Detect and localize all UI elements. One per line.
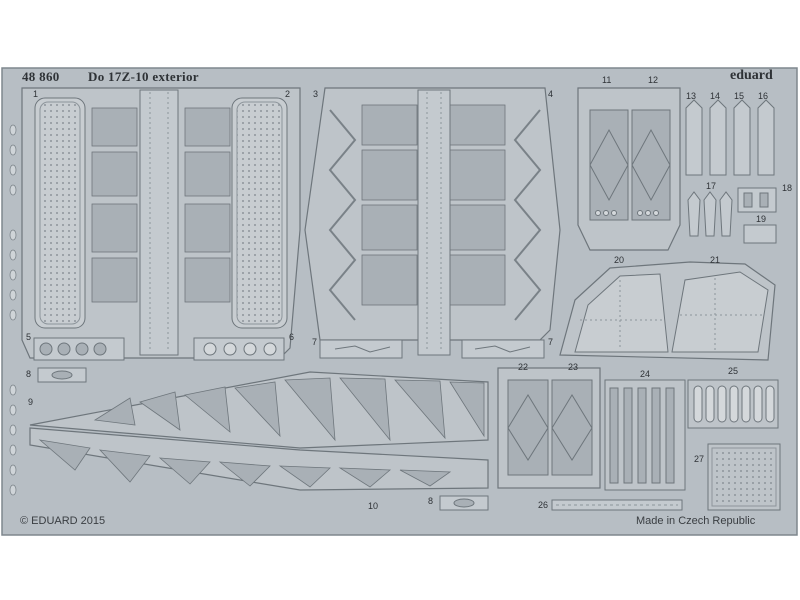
part-number-5: 5 (26, 332, 32, 342)
part-number-3: 3 (313, 89, 319, 99)
part-27 (707, 443, 781, 511)
part-number-1: 1 (33, 89, 39, 99)
part-number-9: 9 (28, 397, 34, 407)
part-19 (743, 224, 777, 244)
part-number-18: 18 (782, 183, 793, 193)
part-number-19: 19 (756, 214, 767, 224)
set-code: 48 860 (22, 69, 60, 84)
part-number-26: 26 (538, 500, 549, 510)
part-number-20: 20 (614, 255, 625, 265)
part-11-12 (577, 87, 681, 251)
part-number-23: 23 (568, 362, 579, 372)
part-5 (33, 337, 125, 361)
part-number-16: 16 (758, 91, 769, 101)
part-number-25: 25 (728, 366, 739, 376)
part-number-27: 27 (694, 454, 705, 464)
origin-text: Made in Czech Republic (636, 515, 756, 527)
part-24 (604, 379, 686, 491)
part-18 (737, 187, 777, 213)
part-7-right (461, 339, 545, 359)
parts-13-16 (685, 99, 775, 176)
part-25 (687, 379, 779, 429)
part-17 (687, 191, 733, 237)
part-number-7-left: 7 (312, 337, 318, 347)
part-26 (551, 499, 683, 511)
part-number-15: 15 (734, 91, 745, 101)
part-1-2-panel (21, 87, 301, 359)
parts-20-21 (559, 261, 776, 361)
part-number-8-top: 8 (26, 369, 32, 379)
part-number-21: 21 (710, 255, 721, 265)
part-number-10: 10 (368, 501, 379, 511)
part-number-17: 17 (706, 181, 717, 191)
part-number-13: 13 (686, 91, 697, 101)
part-8-bottom (439, 495, 489, 511)
brand-logo: eduard (730, 68, 773, 83)
part-3-4-panel (304, 87, 561, 356)
part-number-8-bottom: 8 (428, 496, 434, 506)
part-number-12: 12 (648, 75, 659, 85)
part-number-11: 11 (602, 75, 612, 85)
part-number-7-right: 7 (548, 337, 554, 347)
part-8-top (37, 367, 87, 383)
left-edge-tabs (9, 124, 17, 496)
part-number-2: 2 (285, 89, 291, 99)
parts-22-23 (497, 367, 601, 489)
part-number-4: 4 (548, 89, 554, 99)
set-title: Do 17Z-10 exterior (88, 69, 199, 84)
part-6 (193, 337, 285, 361)
part-9-spar (29, 371, 489, 491)
copyright-text: © EDUARD 2015 (20, 515, 106, 527)
part-7-left (319, 339, 403, 359)
part-number-22: 22 (518, 362, 529, 372)
part-number-24: 24 (640, 369, 651, 379)
part-number-6: 6 (289, 332, 295, 342)
part-number-14: 14 (710, 91, 721, 101)
